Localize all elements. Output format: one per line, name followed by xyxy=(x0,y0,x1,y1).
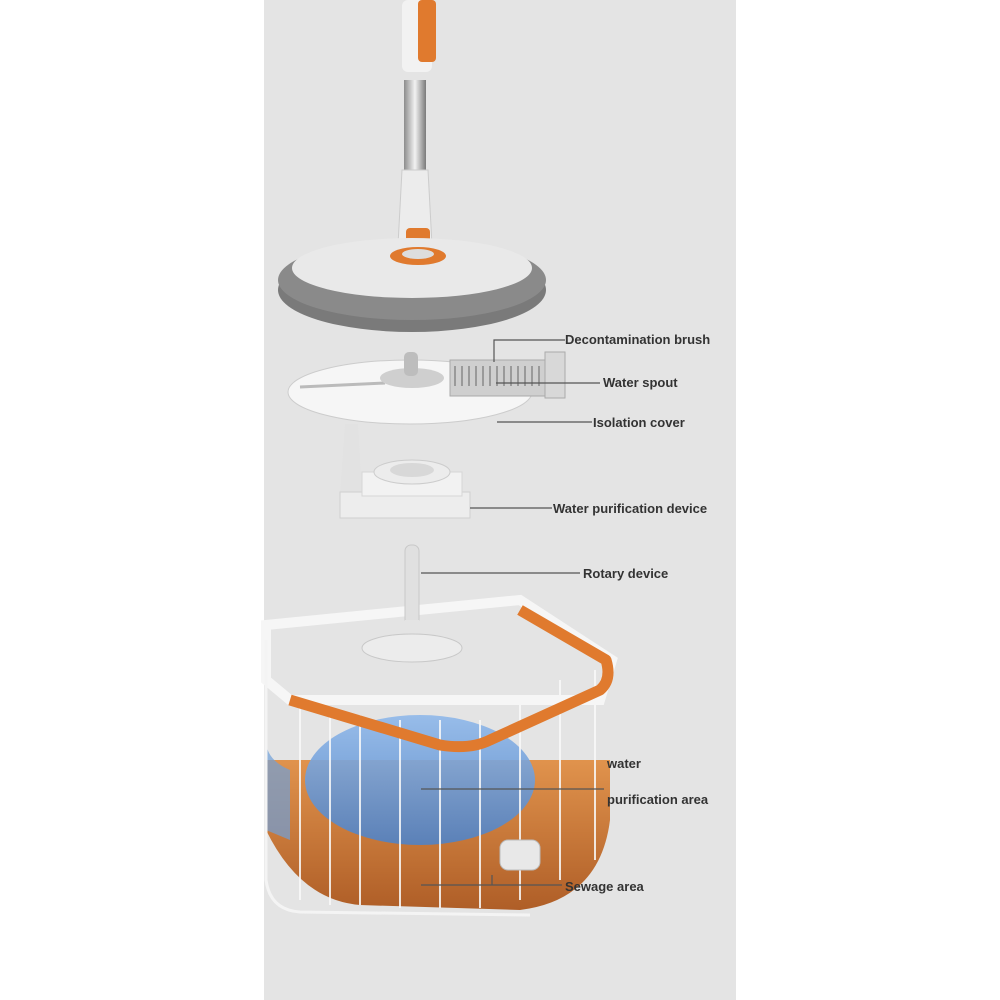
label-rotary-device: Rotary device xyxy=(583,566,668,581)
label-water-purification-device: Water purification device xyxy=(553,501,707,516)
label-water-spout: Water spout xyxy=(603,375,678,390)
water-purification-device xyxy=(339,424,471,519)
rotary-device xyxy=(361,544,463,663)
decontamination-brush xyxy=(449,351,566,399)
label-purification-area: purification area xyxy=(607,792,709,807)
label-water: water xyxy=(606,756,641,771)
leader-lines xyxy=(421,339,604,886)
mop-handle xyxy=(397,0,436,258)
label-decontamination-brush: Decontamination brush xyxy=(565,332,710,347)
label-isolation-cover: Isolation cover xyxy=(593,415,685,430)
label-sewage-area: Sewage area xyxy=(565,879,645,894)
isolation-cover xyxy=(287,351,566,425)
mop-head xyxy=(278,238,546,332)
bucket xyxy=(261,594,618,917)
